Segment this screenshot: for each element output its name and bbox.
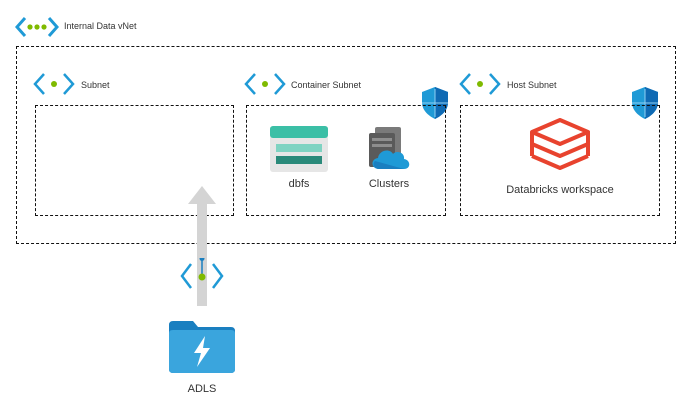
- vnet-icon: [15, 17, 59, 37]
- shield-icon: [422, 87, 448, 119]
- databricks-icon: [530, 118, 590, 170]
- private-endpoint-icon: [180, 258, 224, 289]
- host-subnet-boundary: [460, 105, 660, 216]
- host-subnet-label: Host Subnet: [507, 80, 557, 90]
- vnet-label: Internal Data vNet: [64, 21, 137, 31]
- vnet-boundary: [16, 46, 676, 244]
- container-subnet-label: Container Subnet: [291, 80, 362, 90]
- subnet-header: Subnet: [33, 71, 193, 97]
- container-subnet-header: Container Subnet: [244, 71, 414, 97]
- connection-arrow: [188, 186, 216, 306]
- host-subnet-header: Host Subnet: [459, 71, 629, 97]
- subnet-label: Subnet: [81, 80, 110, 90]
- subnet-boundary: [35, 105, 234, 216]
- workspace-label: Databricks workspace: [506, 184, 614, 196]
- dbfs-label: dbfs: [288, 178, 310, 190]
- cloud-cluster-icon: [369, 127, 410, 169]
- data-lake-storage-icon: [169, 321, 235, 373]
- adls-label: ADLS: [187, 383, 217, 395]
- subnet-icon: [244, 73, 286, 95]
- subnet-icon: [33, 73, 75, 95]
- shield-icon: [632, 87, 658, 119]
- container-subnet-boundary: [246, 105, 446, 216]
- subnet-icon: [459, 73, 501, 95]
- clusters-label: Clusters: [368, 178, 410, 190]
- vnet-header: Internal Data vNet: [15, 12, 215, 38]
- storage-icon: [270, 126, 328, 172]
